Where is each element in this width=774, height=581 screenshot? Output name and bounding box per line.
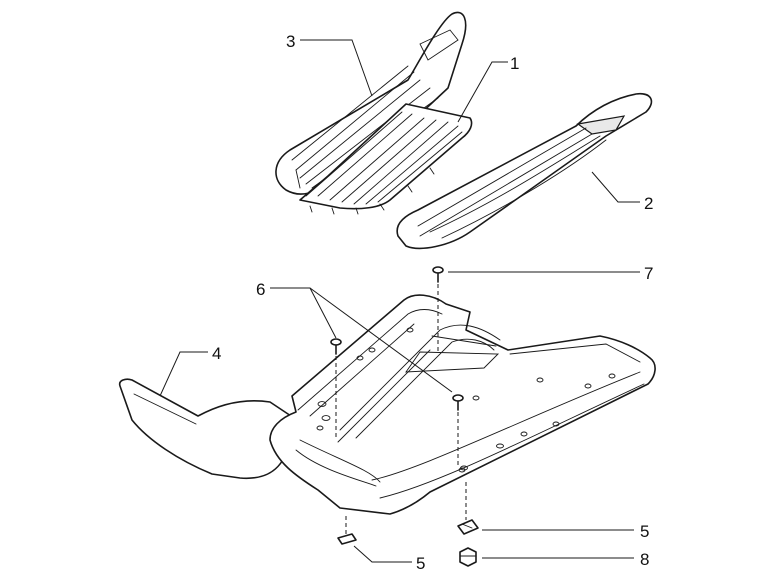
part-1-center-mat [299,103,473,215]
part-4-floor-panel [118,294,656,515]
part-5-grommet-right [457,482,479,535]
callout-6: 6 [256,280,265,299]
leader-lines [159,39,640,563]
callout-7: 7 [644,264,653,283]
part-6-screws [330,338,464,466]
part-5-grommet-left [337,516,357,545]
callout-4: 4 [212,344,221,363]
callout-5-right: 5 [640,522,649,541]
callout-3: 3 [286,32,295,51]
callout-8: 8 [640,550,649,569]
callout-5-left: 5 [416,554,425,573]
callout-1: 1 [510,54,519,73]
callout-2: 2 [644,194,653,213]
part-2-footrest-mat-right [396,92,653,250]
part-8-nut [459,547,477,567]
part-7-screw-top [432,266,444,352]
